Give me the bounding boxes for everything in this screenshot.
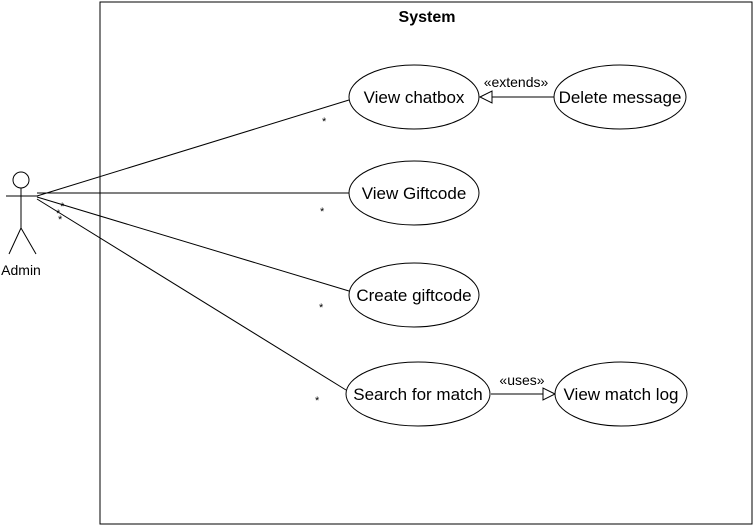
multiplicity-view-chatbox: * [322, 116, 327, 128]
system-boundary [99, 1, 753, 525]
use-case-label: Create giftcode [356, 286, 471, 305]
multiplicity-create-giftcode: * [319, 302, 324, 314]
actor-multiplicity-marks-2: * [56, 208, 61, 220]
association-search-for-match [36, 198, 347, 391]
actor-head-icon [12, 171, 30, 189]
actor-label: Admin [1, 262, 41, 278]
use-case-delete-message[interactable]: Delete message [553, 64, 687, 130]
association-view-chatbox [36, 99, 350, 197]
use-case-label: View match log [564, 385, 679, 404]
use-case-label: Search for match [353, 385, 482, 404]
actor-admin[interactable]: Admin [1, 171, 41, 278]
uses-label: «uses» [499, 372, 544, 388]
association-create-giftcode [36, 196, 350, 292]
multiplicity-view-giftcode: * [320, 206, 325, 218]
multiplicity-search-for-match: * [315, 395, 320, 407]
extends-arrowhead [478, 90, 493, 104]
extends-label: «extends» [484, 74, 549, 90]
use-case-view-match-log[interactable]: View match log [554, 361, 688, 427]
use-case-label: View Giftcode [362, 184, 467, 203]
actor-left-leg [8, 227, 22, 255]
use-case-search-for-match[interactable]: Search for match [345, 361, 491, 427]
use-case-label: Delete message [559, 88, 682, 107]
system-title: System [399, 9, 456, 26]
uses-arrowhead [542, 387, 557, 401]
use-case-label: View chatbox [364, 88, 465, 107]
actor-right-leg [20, 227, 37, 255]
actor-multiplicity-marks: * [60, 201, 65, 213]
use-case-view-chatbox[interactable]: View chatbox [348, 64, 480, 130]
actor-multiplicity-marks-3: * [58, 214, 63, 226]
use-case-view-giftcode[interactable]: View Giftcode [348, 160, 480, 226]
use-case-create-giftcode[interactable]: Create giftcode [348, 262, 480, 328]
